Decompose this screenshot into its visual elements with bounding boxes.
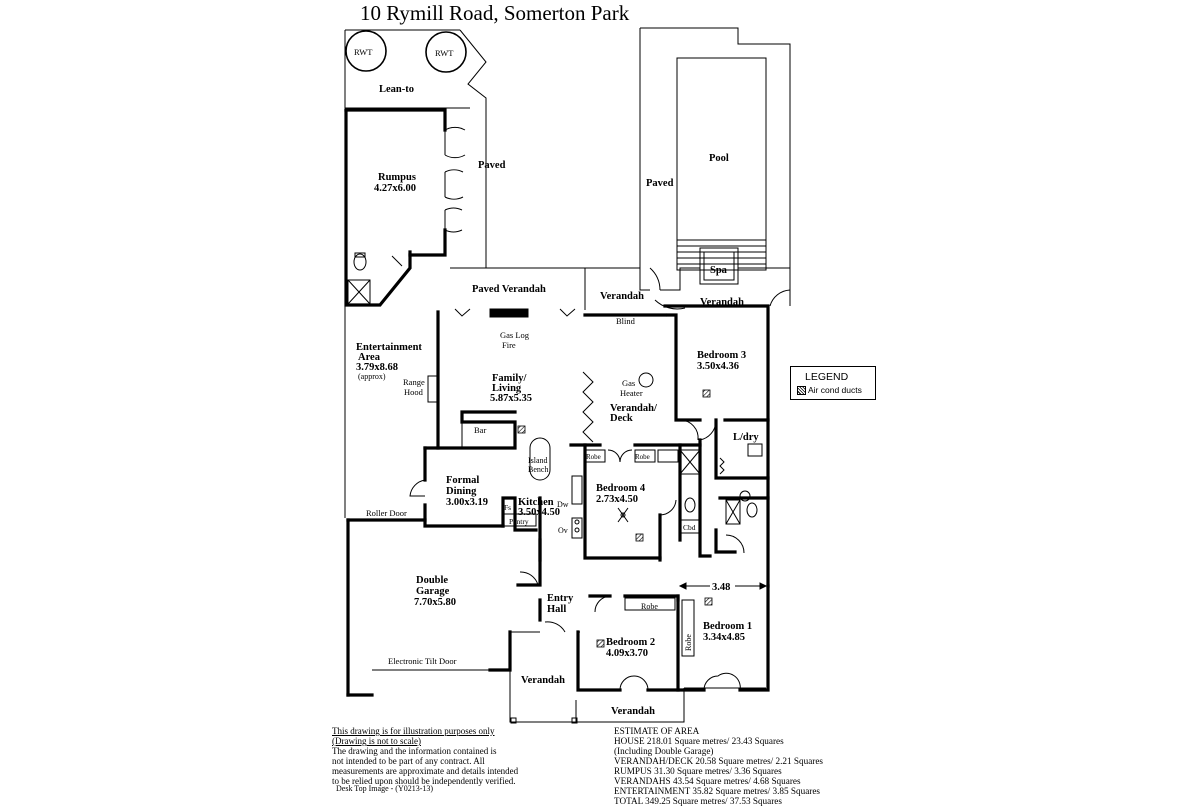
formal-dining-label: Dining [446, 486, 477, 497]
family-label: Family/ [492, 373, 527, 384]
verandah-label: Verandah [600, 291, 644, 302]
verandah-deck-label: Verandah/ [610, 403, 658, 414]
robe-label: Robe [641, 602, 658, 611]
gas-log-fire-label: Gas Log [500, 330, 530, 340]
bar-label: Bar [474, 425, 486, 435]
range-hood-label: Hood [404, 387, 424, 397]
gas-heater-label: Gas [622, 378, 635, 388]
pool-label: Pool [709, 153, 729, 164]
fridge-space-label: Fs [504, 503, 511, 512]
estimate-line: (Including Double Garage) [614, 745, 714, 756]
bedroom3-label: Bedroom 3 [697, 350, 746, 361]
cupboard-label: Cbd [683, 523, 696, 532]
room-labels: RWT RWT Lean-to Rumpus 4.27x6.00 Paved P… [354, 47, 759, 717]
pantry-label: Pantry [509, 517, 529, 526]
double-garage-label: Double [416, 575, 448, 586]
family-dim: 5.87x5.35 [490, 393, 532, 404]
estimate-line: TOTAL 349.25 Square metres/ 37.53 Square… [614, 795, 782, 806]
family-label: Living [492, 383, 522, 394]
rwt-label: RWT [435, 48, 454, 58]
verandah-label: Verandah [700, 297, 744, 308]
dimension-label: 3.48 [712, 582, 730, 593]
disclaimer-line: measurements are approximate and details… [332, 766, 519, 777]
disclaimer-line: This drawing is for illustration purpose… [332, 726, 495, 736]
bedroom2-dim: 4.09x3.70 [606, 648, 648, 659]
disclaimer-line: The drawing and the information containe… [332, 746, 497, 757]
paved-verandah-label: Paved Verandah [472, 284, 546, 295]
gas-log-fire-label: Fire [502, 340, 516, 350]
area-estimate: ESTIMATE OF AREA HOUSE 218.01 Square met… [614, 726, 823, 807]
estimate-line: VERANDAHS 43.54 Square metres/ 4.68 Squa… [614, 775, 801, 786]
legend: LEGEND Air cond ducts [790, 366, 876, 400]
paved-label: Paved [646, 178, 674, 189]
verandah-label: Verandah [521, 675, 565, 686]
walls [344, 108, 770, 697]
robe-label: Robe [684, 634, 693, 651]
island-bench-label: Bench [528, 465, 548, 474]
kitchen-label: Kitchen [518, 497, 554, 508]
bedroom3-dim: 3.50x4.36 [697, 361, 739, 372]
entertainment-label: Area [358, 352, 381, 363]
bedroom4-dim: 2.73x4.50 [596, 494, 638, 505]
tilt-door-label: Electronic Tilt Door [388, 656, 457, 666]
air-cond-ducts [517, 389, 713, 648]
gas-heater-label: Heater [620, 388, 643, 398]
spa-label: Spa [710, 265, 728, 276]
disclaimer-line: to be relied upon should be independentl… [332, 776, 516, 787]
estimate-line: VERANDAH/DECK 20.58 Square metres/ 2.21 … [614, 755, 823, 766]
entertainment-dim: 3.79x8.68 [356, 362, 398, 373]
legend-title: LEGEND [805, 371, 849, 383]
dishwasher-label: Dw [557, 500, 569, 509]
lean-to-label: Lean-to [379, 84, 414, 95]
disclaimer: This drawing is for illustration purpose… [332, 726, 518, 786]
formal-dining-label: Formal [446, 475, 479, 486]
entertainment-label: Entertainment [356, 342, 422, 353]
robe-label: Robe [586, 453, 601, 461]
double-garage-label: Garage [416, 586, 450, 597]
bedroom4-label: Bedroom 4 [596, 483, 646, 494]
estimate-heading: ESTIMATE OF AREA [614, 726, 700, 736]
estimate-line: ENTERTAINMENT 35.82 Square metres/ 3.85 … [614, 785, 820, 796]
robe-label: Robe [635, 453, 650, 461]
laundry-label: L/dry [733, 432, 759, 443]
bedroom1-dim: 3.34x4.85 [703, 632, 745, 643]
entertainment-approx: (approx) [358, 372, 386, 381]
bedroom2-label: Bedroom 2 [606, 637, 655, 648]
formal-dining-dim: 3.00x3.19 [446, 497, 488, 508]
estimate-line: RUMPUS 31.30 Square metres/ 3.36 Squares [614, 765, 782, 776]
oven-label: Ov [558, 526, 568, 535]
entry-hall-label: Entry [547, 593, 574, 604]
kitchen-dim: 3.50x4.50 [518, 507, 560, 518]
fixtures [345, 30, 768, 724]
entry-hall-label: Hall [547, 604, 566, 615]
verandah-deck-label: Deck [610, 413, 633, 424]
air-cond-duct-swatch-icon [797, 386, 806, 395]
verandah-label: Verandah [611, 706, 655, 717]
outdoor-outlines [344, 27, 791, 723]
footer-code: Desk Top Image - (Y0213-13) [336, 784, 434, 793]
island-bench-label: Island [528, 456, 548, 465]
paved-label: Paved [478, 160, 506, 171]
range-hood-label: Range [403, 377, 425, 387]
rwt-label: RWT [354, 47, 373, 57]
legend-item: Air cond ducts [808, 385, 862, 395]
disclaimer-line: not intended to be part of any contract.… [332, 756, 485, 767]
page-title: 10 Rymill Road, Somerton Park [360, 1, 630, 25]
blind-label: Blind [616, 316, 636, 326]
rumpus-label: Rumpus [378, 172, 416, 183]
disclaimer-line: (Drawing is not to scale) [332, 736, 421, 747]
bedroom1-label: Bedroom 1 [703, 621, 752, 632]
roller-door-label: Roller Door [366, 508, 407, 518]
estimate-line: HOUSE 218.01 Square metres/ 23.43 Square… [614, 735, 784, 746]
double-garage-dim: 7.70x5.80 [414, 597, 456, 608]
rumpus-dim: 4.27x6.00 [374, 183, 416, 194]
